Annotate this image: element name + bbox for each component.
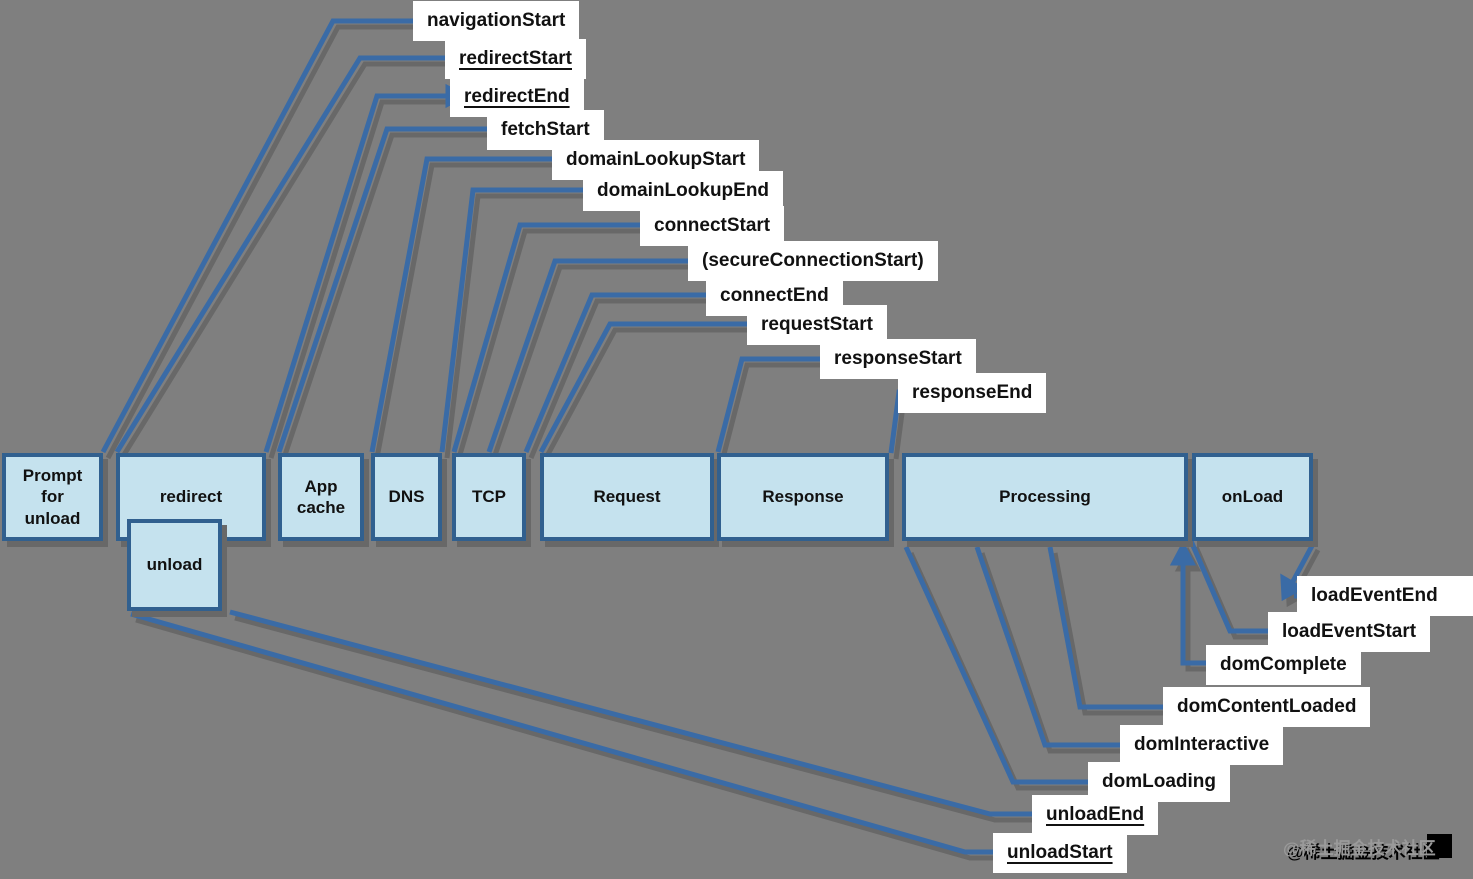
line-domcomplete <box>1180 558 1212 666</box>
box-processing: Processing <box>902 453 1188 541</box>
event-label-requeststart: requestStart <box>747 305 887 345</box>
event-label-domcontentloaded: domContentLoaded <box>1163 687 1371 727</box>
box-response: Response <box>717 453 889 541</box>
box-unload: unload <box>127 519 222 611</box>
box-prompt-for-unload: Prompt for unload <box>2 453 103 541</box>
line-domloading <box>903 545 1096 785</box>
event-label-redirectstart: redirectStart <box>445 39 586 79</box>
box-app-cache: App cache <box>278 453 364 541</box>
line-loadeventstart <box>1188 540 1276 634</box>
event-label-navigationstart: navigationStart <box>413 1 580 41</box>
event-label-domcomplete: domComplete <box>1206 645 1361 685</box>
event-label-dominteractive: domInteractive <box>1120 725 1284 765</box>
box-onload: onLoad <box>1192 453 1313 541</box>
line-connectend <box>523 292 718 453</box>
line-domcomplete-arrow <box>1169 540 1197 566</box>
line-redirectstart <box>114 55 445 454</box>
event-label-connectstart: connectStart <box>640 206 785 246</box>
line-requeststart <box>538 321 758 454</box>
event-label-loadeventend: loadEventEnd <box>1297 576 1473 616</box>
line-secureconnectionstart <box>486 258 700 453</box>
connector-lines-shadow <box>105 24 1321 861</box>
line-connectstart <box>451 222 648 453</box>
line-fetchstart <box>276 126 498 453</box>
event-label-responsestart: responseStart <box>820 339 976 379</box>
watermark-square <box>1427 834 1452 858</box>
line-unloadend <box>229 609 1040 817</box>
line-responsestart <box>715 356 828 453</box>
line-navigationstart <box>100 18 413 454</box>
connector-lines-blue <box>100 18 1316 855</box>
event-label-unloadend: unloadEnd <box>1032 795 1159 835</box>
line-loadeventend-arrow <box>1280 573 1306 602</box>
watermark: @稀土掘金技术社区 <box>1283 839 1436 858</box>
event-label-secureconnectionstart: (secureConnectionStart) <box>688 241 938 281</box>
event-label-fetchstart: fetchStart <box>487 110 604 150</box>
line-dominteractive <box>974 546 1128 748</box>
line-unloadstart <box>130 611 1002 855</box>
line-loadeventend <box>1288 542 1316 587</box>
event-label-unloadstart: unloadStart <box>993 833 1127 873</box>
box-dns: DNS <box>371 453 442 541</box>
line-domcontentloaded <box>1047 546 1170 710</box>
event-label-domainlookupend: domainLookupEnd <box>583 171 784 211</box>
line-redirectend <box>263 93 450 453</box>
line-domainlookupend <box>439 187 595 453</box>
box-tcp: TCP <box>452 453 526 541</box>
event-label-responseend: responseEnd <box>898 373 1047 413</box>
line-domainlookupstart <box>369 156 560 453</box>
box-request: Request <box>540 453 714 541</box>
